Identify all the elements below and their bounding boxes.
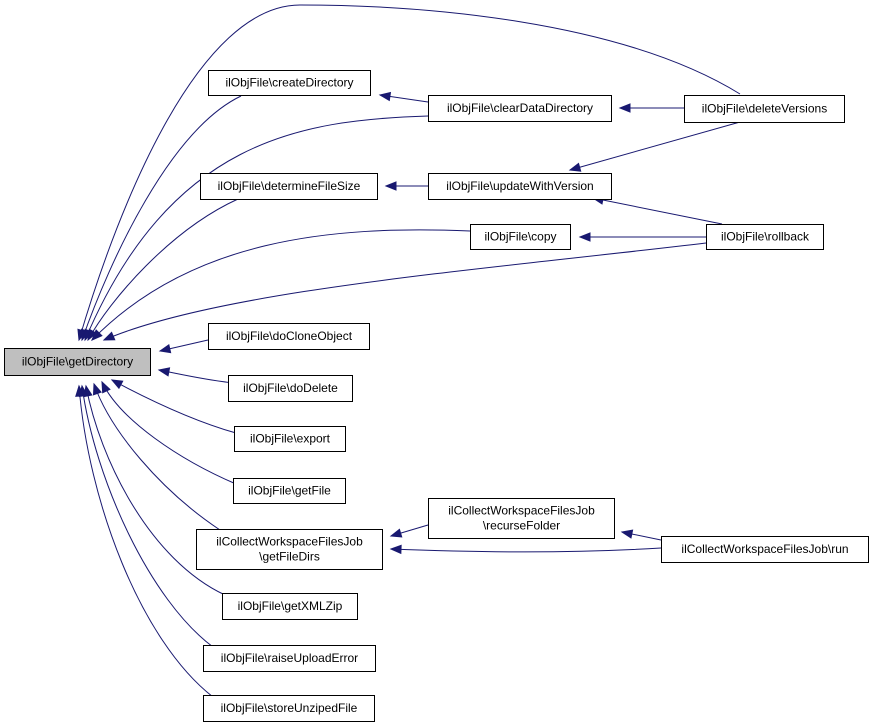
edge-delete-versions-to-clear-data-directory-arrowhead	[618, 103, 631, 113]
node-determine-file-size[interactable]: ilObjFile\determineFileSize	[200, 173, 378, 200]
edge-rollback-to-get-directory	[103, 242, 707, 341]
node-do-delete[interactable]: ilObjFile\doDelete	[228, 375, 353, 402]
node-copy[interactable]: ilObjFile\copy	[470, 224, 571, 250]
node-box	[200, 173, 378, 200]
edge-copy-to-get-directory-arrowhead	[91, 329, 103, 341]
edge-determine-file-size-to-get-directory	[87, 198, 239, 341]
node-box	[196, 529, 383, 570]
edge-run-to-get-file-dirs	[390, 547, 662, 553]
node-export[interactable]: ilObjFile\export	[234, 426, 346, 452]
node-update-with-version[interactable]: ilObjFile\updateWithVersion	[428, 173, 612, 200]
node-box	[203, 645, 376, 672]
node-label: ilObjFile\getXMLZip	[238, 599, 343, 613]
node-label: ilObjFile\raiseUploadError	[221, 651, 358, 665]
node-label: ilObjFile\clearDataDirectory	[447, 101, 593, 115]
edge-get-xmlzip-to-get-directory	[85, 385, 226, 596]
edge-store-unziped-file-to-get-directory-arrowhead	[75, 384, 85, 397]
edge-do-delete-to-get-directory-arrowhead	[157, 367, 171, 377]
node-run[interactable]: ilCollectWorkspaceFilesJob\run	[661, 536, 869, 563]
node-box	[208, 323, 370, 350]
node-get-file[interactable]: ilObjFile\getFile	[233, 478, 346, 504]
edge-get-file-to-get-directory-arrowhead	[101, 380, 111, 394]
edge-clear-data-directory-to-get-directory	[84, 115, 429, 341]
node-get-directory[interactable]: ilObjFile\getDirectory	[4, 348, 151, 376]
node-label: ilObjFile\deleteVersions	[702, 102, 827, 116]
node-box	[470, 224, 571, 250]
node-label: \recurseFolder	[483, 519, 560, 533]
node-label: ilObjFile\getDirectory	[22, 355, 133, 369]
edge-export-to-get-directory-arrowhead	[110, 379, 124, 390]
edge-delete-versions-to-get-directory-arrowhead	[77, 328, 87, 342]
node-box	[428, 173, 612, 200]
node-label: ilObjFile\updateWithVersion	[446, 179, 593, 193]
edge-rollback-to-get-directory-arrowhead	[102, 331, 116, 341]
node-box	[706, 224, 824, 250]
node-label: ilCollectWorkspaceFilesJob	[448, 504, 595, 518]
node-label: ilObjFile\getFile	[248, 484, 331, 498]
edge-run-to-recurse-folder-arrowhead	[620, 529, 634, 539]
node-label: ilObjFile\export	[250, 432, 331, 446]
edge-get-file-to-get-directory	[101, 381, 237, 485]
node-clear-data-directory[interactable]: ilObjFile\clearDataDirectory	[428, 95, 612, 122]
edge-get-file-dirs-to-get-directory	[93, 383, 221, 531]
node-label: ilCollectWorkspaceFilesJob\run	[681, 542, 848, 556]
edge-create-directory-to-get-directory	[81, 95, 242, 341]
edge-rollback-to-update-with-version	[592, 197, 723, 225]
edge-do-delete-to-get-directory	[158, 369, 235, 384]
edge-store-unziped-file-to-get-directory	[78, 385, 214, 698]
node-label: ilObjFile\copy	[484, 230, 556, 244]
node-label: ilObjFile\createDirectory	[225, 76, 353, 90]
edge-do-clone-object-to-get-directory-arrowhead	[158, 344, 172, 354]
node-label: \getFileDirs	[259, 550, 320, 564]
edge-get-file-dirs-to-get-directory-arrowhead	[92, 382, 102, 396]
edges-layer	[75, 4, 741, 698]
node-box	[428, 498, 615, 539]
node-label: ilObjFile\doCloneObject	[226, 329, 353, 343]
node-label: ilCollectWorkspaceFilesJob	[216, 535, 363, 549]
node-delete-versions[interactable]: ilObjFile\deleteVersions	[684, 95, 845, 123]
node-create-directory[interactable]: ilObjFile\createDirectory	[208, 70, 371, 96]
edge-update-with-version-to-determine-file-size-arrowhead	[384, 181, 397, 191]
node-box	[233, 478, 346, 504]
node-rollback[interactable]: ilObjFile\rollback	[706, 224, 824, 250]
nodes-layer: ilObjFile\getDirectory ilObjFile\createDi…	[4, 70, 869, 722]
edge-run-to-get-file-dirs-arrowhead	[389, 544, 402, 555]
edge-copy-to-get-directory	[91, 229, 471, 341]
node-label: ilObjFile\doDelete	[243, 381, 338, 395]
node-get-file-dirs[interactable]: ilCollectWorkspaceFilesJob\getFileDirs	[196, 529, 383, 570]
edge-export-to-get-directory	[111, 379, 237, 434]
node-box	[208, 70, 371, 96]
node-box	[203, 695, 375, 722]
edge-delete-versions-to-get-directory	[78, 4, 741, 341]
edge-determine-file-size-to-get-directory-arrowhead	[87, 328, 98, 342]
edge-recurse-folder-to-get-file-dirs-arrowhead	[389, 528, 403, 538]
node-box	[222, 593, 358, 620]
node-get-xmlzip[interactable]: ilObjFile\getXMLZip	[222, 593, 358, 620]
node-label: ilObjFile\determineFileSize	[218, 179, 361, 193]
node-store-unziped-file[interactable]: ilObjFile\storeUnzipedFile	[203, 695, 375, 722]
node-box	[684, 95, 845, 123]
node-box	[428, 95, 612, 122]
node-box	[234, 426, 346, 452]
edge-clear-data-directory-to-create-directory-arrowhead	[378, 91, 392, 102]
node-box	[228, 375, 353, 402]
node-box	[4, 348, 151, 376]
edge-rollback-to-copy-arrowhead	[578, 232, 591, 242]
node-raise-upload-error[interactable]: ilObjFile\raiseUploadError	[203, 645, 376, 672]
edge-delete-versions-to-update-with-version	[569, 121, 741, 171]
node-label: ilObjFile\rollback	[721, 230, 810, 244]
edge-raise-upload-error-to-get-directory	[81, 385, 214, 648]
node-do-clone-object[interactable]: ilObjFile\doCloneObject	[208, 323, 370, 350]
edge-delete-versions-to-update-with-version-arrowhead	[568, 162, 582, 172]
node-box	[661, 536, 869, 563]
node-recurse-folder[interactable]: ilCollectWorkspaceFilesJob\recurseFolder	[428, 498, 615, 539]
node-label: ilObjFile\storeUnzipedFile	[221, 701, 358, 715]
